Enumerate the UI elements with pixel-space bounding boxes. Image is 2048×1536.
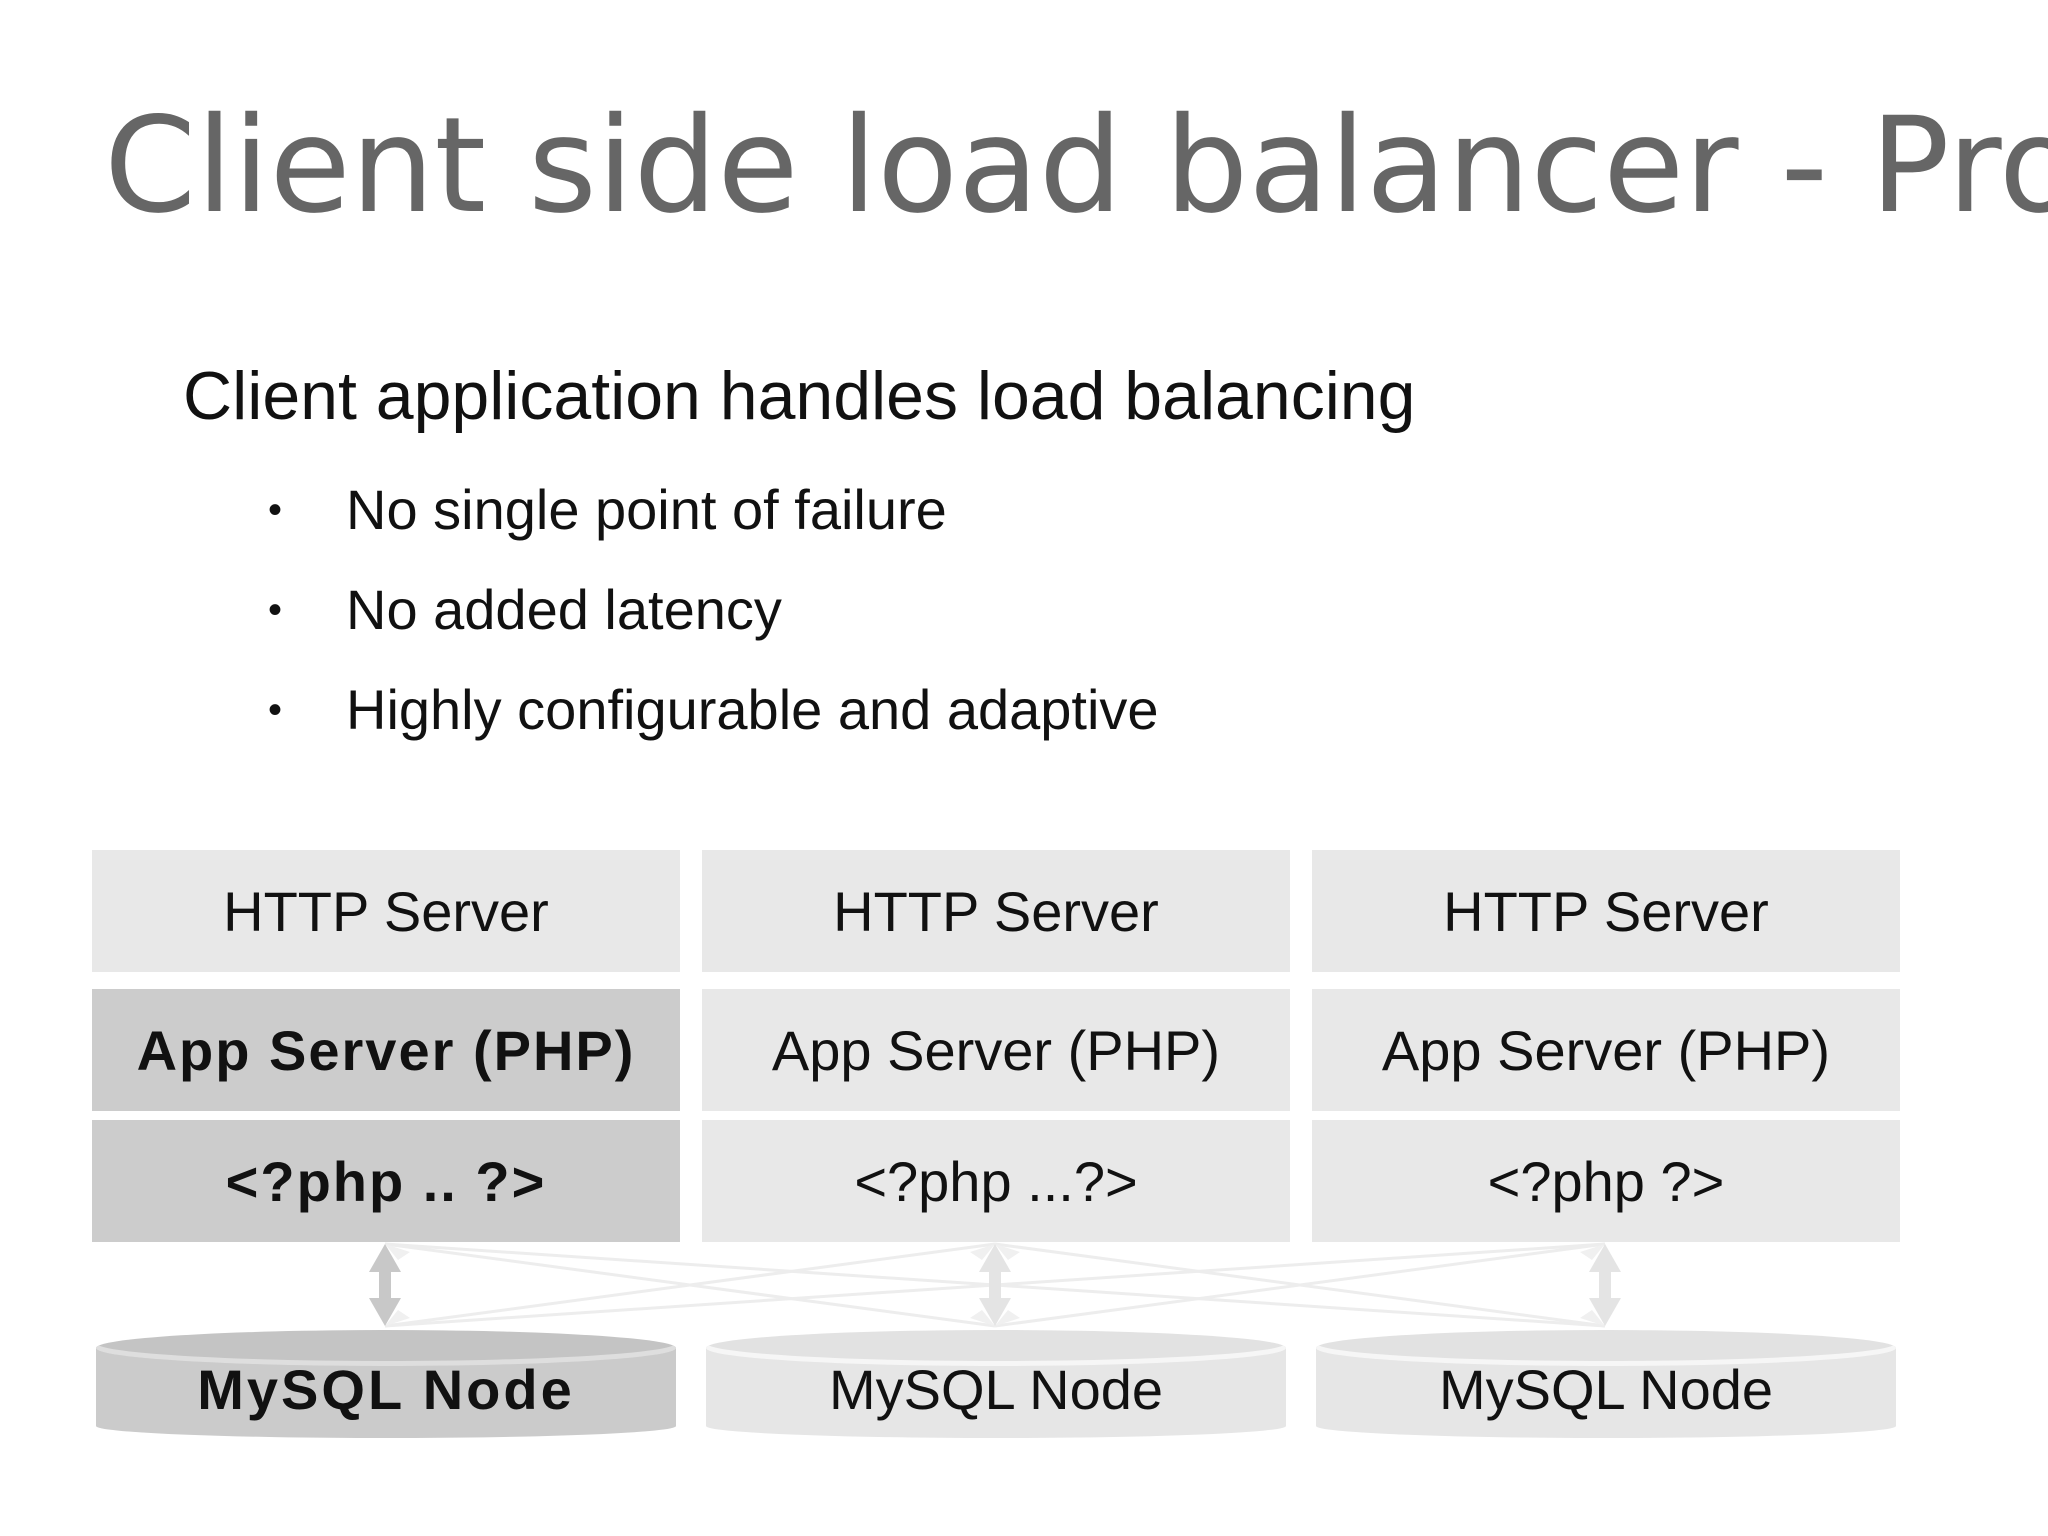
cylinder-top: [706, 1330, 1286, 1366]
double-arrow-icon: [369, 1244, 401, 1326]
cylinder-top: [1316, 1330, 1896, 1366]
app-server-box-1: App Server (PHP): [92, 989, 680, 1111]
bullet-icon: •: [268, 688, 283, 732]
http-server-box-3: HTTP Server: [1312, 850, 1900, 972]
php-code-box-3: <?php ?>: [1312, 1120, 1900, 1242]
http-server-box-2: HTTP Server: [702, 850, 1290, 972]
app-server-box-2: App Server (PHP): [702, 989, 1290, 1111]
mysql-node-2: MySQL Node: [706, 1330, 1286, 1448]
mysql-node-label: MySQL Node: [1438, 1358, 1774, 1421]
bullet-icon: •: [268, 588, 283, 632]
double-arrow-icon: [979, 1244, 1011, 1326]
double-arrow-icon: [1589, 1244, 1621, 1326]
php-code-box-2: <?php ...?>: [702, 1120, 1290, 1242]
cylinder-top: [96, 1330, 676, 1366]
php-code-box-1: <?php .. ?>: [92, 1120, 680, 1242]
mysql-node-1: MySQL Node: [96, 1330, 676, 1448]
app-server-box-3: App Server (PHP): [1312, 989, 1900, 1111]
http-server-box-1: HTTP Server: [92, 850, 680, 972]
mysql-node-label: MySQL Node: [828, 1358, 1164, 1421]
bullet-icon: •: [268, 488, 283, 532]
slide-subtitle: Client application handles load balancin…: [183, 358, 1416, 434]
mysql-node-3: MySQL Node: [1316, 1330, 1896, 1448]
slide-title: Client side load balancer - Pro: [104, 89, 2048, 243]
mysql-node-label: MySQL Node: [197, 1358, 575, 1421]
